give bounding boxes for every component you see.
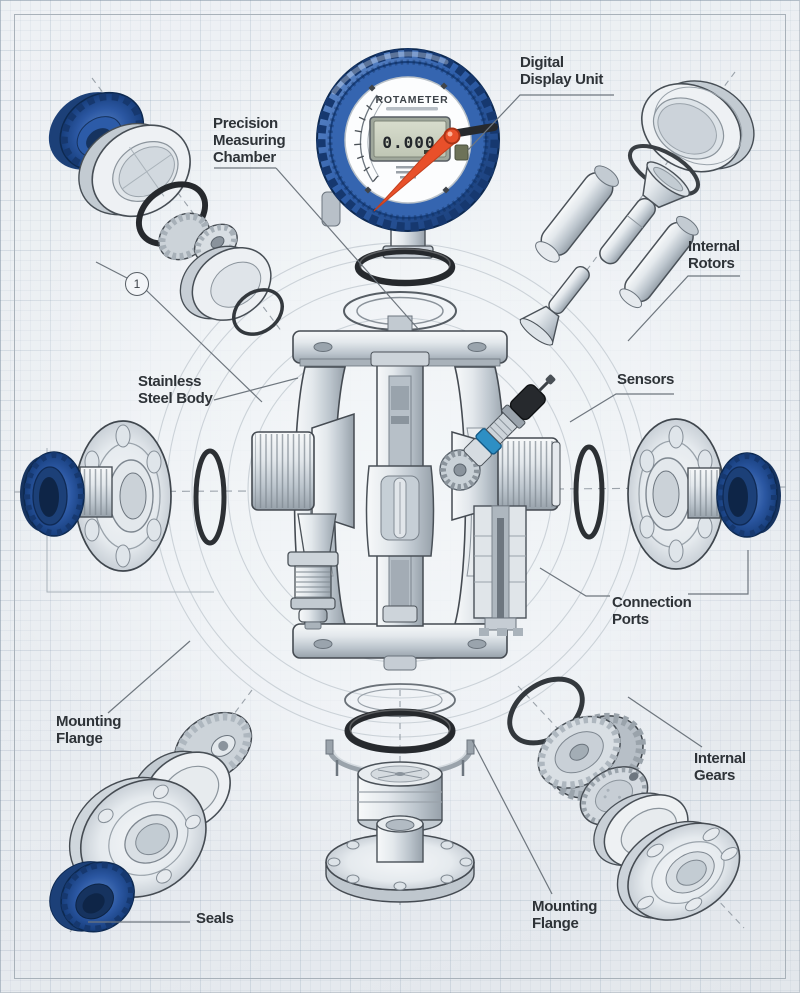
o-ring xyxy=(193,448,227,546)
stainless-steel-body-group xyxy=(251,315,561,671)
label-line: Steel Body xyxy=(138,389,213,407)
rotor-funnel xyxy=(599,161,691,265)
o-ring xyxy=(354,247,456,287)
label-line: Digital xyxy=(520,54,564,71)
label-seals: Seals xyxy=(196,910,234,928)
certification-mark xyxy=(454,144,469,161)
label-line: Chamber xyxy=(213,148,276,166)
label-line: Mounting xyxy=(56,713,122,730)
gasket-outline xyxy=(344,683,456,717)
label-line: Rotors xyxy=(688,254,735,272)
rotor-cylinder xyxy=(619,215,699,309)
blue-seal-cap xyxy=(49,861,135,933)
o-ring xyxy=(573,444,605,540)
label-line: Precision xyxy=(213,115,278,132)
bolt-holes xyxy=(639,425,713,563)
bearing-ring xyxy=(78,122,191,218)
scale-ticks xyxy=(354,95,382,182)
right-flange-group xyxy=(573,418,781,570)
leader-lines xyxy=(88,94,749,923)
blue-fitting xyxy=(716,452,781,538)
label-mounting-flange-bottom: Mounting Flange xyxy=(532,898,598,933)
bottom-mounting-flange xyxy=(325,815,475,903)
callout-marker-1: 1 xyxy=(125,272,149,296)
label-digital-display-unit: Digital Display Unit xyxy=(520,54,604,89)
lcd-value-text: 0.000 xyxy=(382,133,435,152)
top-left-seal-stack xyxy=(48,91,284,336)
internal-rotors-group xyxy=(519,80,755,346)
callout-number: 1 xyxy=(133,277,141,291)
mounting-flange xyxy=(616,820,741,921)
label-precision-measuring-chamber: Precision Measuring Chamber xyxy=(213,115,286,166)
connection-port-cutaway xyxy=(473,505,527,636)
sensor-assembly xyxy=(439,374,556,491)
top-gasket-stack xyxy=(343,247,457,331)
label-line: Measuring xyxy=(213,131,286,149)
thin-o-ring xyxy=(232,288,284,336)
label-connection-ports: Connection Ports xyxy=(612,594,692,629)
label-sensors: Sensors xyxy=(617,371,675,389)
label-line: Seals xyxy=(196,910,234,927)
label-line: Stainless xyxy=(138,373,202,390)
label-mounting-flange-left: Mounting Flange xyxy=(56,713,122,748)
gauge-brand-text: ROTAMETER xyxy=(376,94,449,106)
label-line: Connection xyxy=(612,594,692,611)
bottom-center-flange-group xyxy=(325,683,475,903)
label-line: Ports xyxy=(612,610,649,628)
label-line: Internal xyxy=(688,238,740,255)
dial-screws xyxy=(364,82,450,194)
bottom-left-flange-stack xyxy=(49,711,253,933)
bolt-holes xyxy=(636,827,738,912)
drain-valve xyxy=(287,551,339,630)
left-flange-group xyxy=(20,420,227,572)
rotor-cone xyxy=(519,265,590,346)
label-line: Sensors xyxy=(617,371,675,388)
label-internal-gears: Internal Gears xyxy=(694,750,746,785)
blue-fitting xyxy=(20,451,85,537)
label-line: Gears xyxy=(694,766,736,784)
label-line: Display Unit xyxy=(520,70,604,88)
gauge: ROTAMETER 0.000 xyxy=(316,48,500,259)
label-line: Mounting xyxy=(532,898,598,915)
label-line: Internal xyxy=(694,750,746,767)
label-stainless-steel-body: Stainless Steel Body xyxy=(138,373,213,408)
end-cap-ring xyxy=(640,80,755,173)
rotor-cylinder xyxy=(535,165,619,263)
internal-gears-stack xyxy=(507,676,741,921)
o-ring xyxy=(344,708,456,754)
label-line: Flange xyxy=(56,729,103,747)
label-internal-rotors: Internal Rotors xyxy=(688,238,740,273)
label-line: Flange xyxy=(532,914,579,932)
